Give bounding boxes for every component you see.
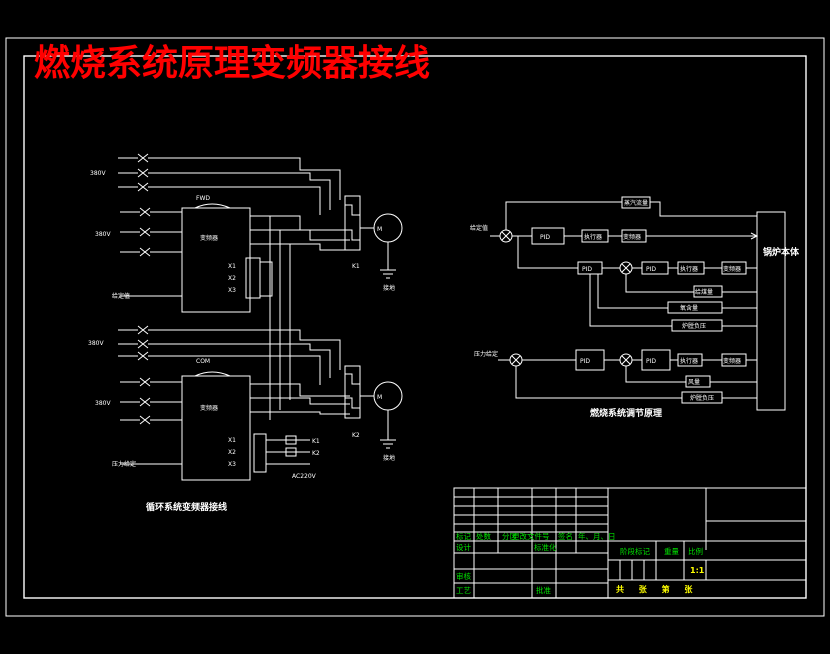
pid-block-4-label: PID bbox=[580, 358, 590, 365]
boiler-body bbox=[756, 211, 786, 411]
input-switch-top: 380V bbox=[90, 153, 341, 215]
feedback-5-label: 炉膛负压 bbox=[690, 394, 714, 402]
actuator-block-3-label: 执行器 bbox=[680, 357, 698, 365]
tb-mark: 标记 bbox=[456, 531, 471, 541]
actuator-block-1-label: 执行器 bbox=[584, 233, 602, 241]
motor-lower-label: M bbox=[377, 394, 382, 401]
left-diagram-caption: 循环系统变频器接线 bbox=[146, 501, 227, 513]
right-control-diagram: 锅炉本体 给定值 PID 执行器 变频器 蒸汽流量 PID PID 执行器 bbox=[470, 196, 800, 419]
tb-approve: 批准 bbox=[536, 585, 551, 595]
terminal-x2-upper: X2 bbox=[228, 275, 236, 282]
ground-upper-label: 接地 bbox=[383, 284, 395, 292]
vfd-lower-label: 变频器 bbox=[200, 404, 218, 412]
tb-signature: 签名 bbox=[558, 531, 573, 541]
speed-input-label-lower: 压力给定 bbox=[112, 460, 136, 468]
vfd-lower bbox=[181, 375, 251, 481]
k1-label: K1 bbox=[312, 438, 320, 445]
setpoint-label-lower: 压力给定 bbox=[474, 350, 498, 358]
input-label-4: 380V bbox=[95, 400, 111, 407]
vfd-block-2-label: 变频器 bbox=[723, 265, 741, 273]
tb-weight: 重量 bbox=[664, 547, 679, 556]
tb-sheets: 共 张 第 张 bbox=[616, 584, 698, 594]
boiler-label: 锅炉本体 bbox=[762, 246, 800, 258]
input-label-1: 380V bbox=[90, 170, 106, 177]
terminal-x3-upper: X3 bbox=[228, 287, 236, 294]
input-switch-mid: 380V bbox=[95, 207, 182, 257]
input-switch-lower-1: 380V bbox=[88, 325, 341, 385]
contactor-upper-label: K1 bbox=[352, 263, 360, 270]
feedback-1-label: 给煤量 bbox=[695, 288, 713, 296]
terminal-x1-lower: X1 bbox=[228, 437, 236, 444]
outer-frame bbox=[5, 37, 825, 617]
contactor-lower-label: K2 bbox=[352, 432, 360, 439]
vfd-upper-top-label: FWD bbox=[196, 195, 210, 202]
relay-lower bbox=[253, 433, 267, 473]
pid-block-2-label: PID bbox=[582, 266, 592, 273]
tb-count: 处数 bbox=[476, 531, 491, 541]
tb-date: 年、月、日 bbox=[578, 531, 616, 541]
terminal-x2-lower: X2 bbox=[228, 449, 236, 456]
left-wiring-diagram: 380V 变频器 FWD 380V 给定值 X1 X2 X3 K1 M bbox=[88, 153, 403, 513]
speed-input-label-upper: 给定值 bbox=[112, 292, 130, 300]
ground-lower-label: 接地 bbox=[383, 454, 395, 462]
pid-block-3-label: PID bbox=[646, 266, 656, 273]
tb-scale: 比例 bbox=[688, 546, 703, 556]
input-label-3: 380V bbox=[88, 340, 104, 347]
feedback-4-label: 风量 bbox=[688, 379, 700, 386]
pid-block-1-label: PID bbox=[540, 234, 550, 241]
tb-stage-mark: 阶段标记 bbox=[620, 546, 650, 556]
input-switch-lower-2: 380V bbox=[95, 377, 182, 425]
ac-supply-label: AC220V bbox=[292, 473, 317, 480]
tb-design: 设计 bbox=[456, 542, 471, 552]
vfd-block-1-label: 变频器 bbox=[623, 233, 641, 241]
right-diagram-caption: 燃烧系统调节原理 bbox=[590, 407, 662, 419]
vfd-lower-top-label: COM bbox=[196, 358, 210, 365]
tb-change-doc: 更改文件号 bbox=[512, 531, 550, 541]
inner-frame bbox=[23, 55, 807, 599]
feedback-3-label: 炉膛负压 bbox=[682, 322, 706, 330]
tb-review: 审核 bbox=[456, 571, 471, 581]
pid-block-5-label: PID bbox=[646, 358, 656, 365]
tb-scale-value: 1:1 bbox=[690, 566, 705, 575]
tb-zone: 分区 bbox=[502, 532, 517, 541]
motor-upper-label: M bbox=[377, 226, 382, 233]
drawing-title: 燃烧系统原理变频器接线 bbox=[34, 42, 430, 84]
terminal-x1-upper: X1 bbox=[228, 263, 236, 270]
feedback-2-label: 氧含量 bbox=[680, 304, 698, 312]
terminal-x3-lower: X3 bbox=[228, 461, 236, 468]
tb-standard: 标准化 bbox=[534, 542, 557, 552]
title-block: 标记 处数 分区 更改文件号 签名 年、月、日 设计 标准化 审核 工艺 批准 … bbox=[453, 487, 807, 599]
actuator-block-2-label: 执行器 bbox=[680, 265, 698, 273]
input-label-2: 380V bbox=[95, 231, 111, 238]
k2-label: K2 bbox=[312, 450, 320, 457]
feedback-top-label: 蒸汽流量 bbox=[624, 199, 648, 207]
setpoint-label-upper: 给定值 bbox=[470, 224, 488, 232]
vfd-upper bbox=[181, 207, 251, 313]
vfd-upper-label: 变频器 bbox=[200, 234, 218, 242]
relay-upper bbox=[245, 257, 261, 299]
vfd-block-3-label: 变频器 bbox=[723, 357, 741, 365]
tb-process: 工艺 bbox=[456, 586, 471, 595]
